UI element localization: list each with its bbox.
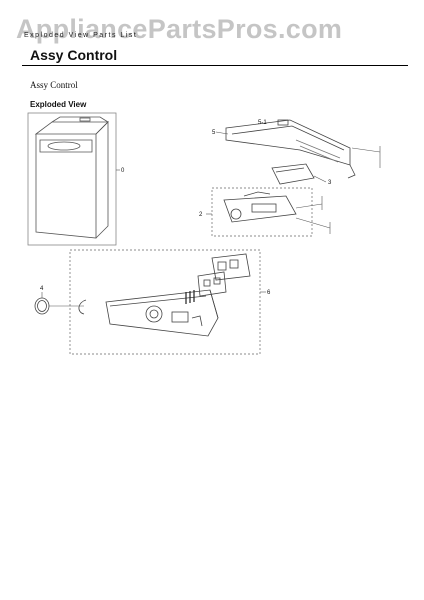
callout-5: 5 <box>212 130 216 136</box>
relay-board <box>197 253 251 297</box>
callout-2: 2 <box>199 212 203 218</box>
title-bar <box>22 45 408 66</box>
page-subtitle: Assy Control <box>30 80 78 90</box>
page-title: Assy Control <box>30 47 118 63</box>
washer-illustration <box>27 112 117 246</box>
pcb-assembly <box>223 191 297 223</box>
header-small: Exploded View Parts List <box>24 32 138 39</box>
watermark-text: AppliancePartsPros.com <box>16 14 343 44</box>
section-heading: Exploded View <box>30 100 87 109</box>
callout-0: 0 <box>121 168 125 174</box>
callout-4: 4 <box>40 286 44 292</box>
knob-ring <box>34 297 50 315</box>
knob-clip <box>78 299 87 315</box>
bracket-part <box>271 163 315 185</box>
callout-5-1: 5-1 <box>258 120 267 126</box>
control-panel-assembly <box>105 289 219 337</box>
connector-pins <box>185 290 195 304</box>
callout-6: 6 <box>267 290 271 296</box>
control-panel-cover <box>225 119 356 179</box>
callout-3: 3 <box>328 180 332 186</box>
